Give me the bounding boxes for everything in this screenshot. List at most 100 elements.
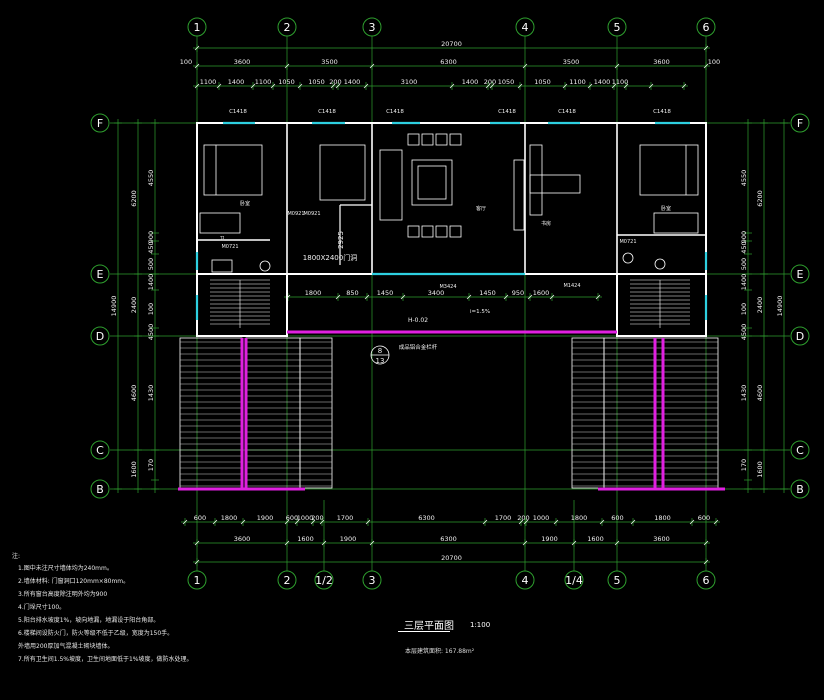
note-line: 2.墙体材料: 门窗洞口120mm×80mm。 — [18, 578, 130, 585]
dim-slash — [194, 83, 200, 89]
note-line: 6.楼梯间设防火门，防火等级不低于乙级，宽度为150手。 — [18, 630, 174, 637]
dim-text: 1400 — [147, 274, 155, 291]
dim-slash — [648, 83, 654, 89]
dim-slash — [449, 83, 455, 89]
dim-slash — [703, 559, 709, 565]
dim-slash — [216, 83, 222, 89]
axis-label: B — [796, 483, 804, 496]
dim-slash — [363, 83, 369, 89]
dim-slash — [482, 519, 488, 525]
dim-slash — [517, 83, 523, 89]
tv-cabinet — [513, 159, 525, 231]
axis-bubble — [696, 17, 716, 37]
dim-text: 100 — [740, 303, 748, 315]
dim-slash — [297, 83, 303, 89]
balcony-frame — [571, 337, 605, 489]
dim-text: 1700 — [337, 514, 354, 522]
coffee-table — [411, 159, 453, 206]
callout-number: 8 — [378, 347, 382, 355]
dim-text: 1050 — [308, 78, 325, 86]
dim-text: 1050 — [498, 78, 515, 86]
window-label: C1418 — [318, 109, 336, 115]
axis-bubble — [90, 440, 110, 460]
bookshelf — [529, 144, 543, 216]
dim-slash — [284, 519, 290, 525]
axis-label: 1/2 — [315, 574, 333, 587]
axis-bubble — [90, 326, 110, 346]
dim-slash — [527, 294, 533, 300]
axis-label: 5 — [614, 21, 621, 34]
dim-text: 1430 — [740, 385, 748, 402]
axis-bubble — [515, 17, 535, 37]
dim-slash — [310, 519, 316, 525]
bed — [639, 144, 699, 196]
dim-slash — [240, 519, 246, 525]
toilet — [654, 258, 666, 270]
axis-label: B — [96, 483, 104, 496]
axis-label: C — [796, 444, 804, 457]
dim-text: 1450 — [479, 289, 496, 297]
window-label: C1418 — [386, 109, 404, 115]
dim-slash — [489, 83, 495, 89]
axis-label: E — [97, 268, 104, 281]
dim-text: 100 — [180, 58, 192, 66]
dim-slash — [553, 519, 559, 525]
axis-bubble — [362, 17, 382, 37]
axis-bubble — [696, 570, 716, 590]
axis-label: D — [796, 330, 804, 343]
dim-slash — [703, 540, 709, 546]
dim-text: 2400 — [756, 297, 764, 314]
dim-text: 200 — [329, 78, 341, 86]
dim-text: 4600 — [130, 385, 138, 402]
room-label: 卧室 — [240, 200, 250, 207]
axis-bubble — [790, 479, 810, 499]
axis-bubble — [790, 326, 810, 346]
door-label: M0921 — [287, 211, 304, 217]
wardrobe — [653, 212, 699, 234]
dim-slash — [364, 294, 370, 300]
note-line: 4.门垛尺寸100。 — [18, 604, 66, 611]
callout-text: 成品铝合金栏杆 — [399, 343, 438, 351]
dim-text: 3100 — [401, 78, 418, 86]
dim-slash — [689, 519, 695, 525]
dim-text: 600 — [698, 514, 710, 522]
dim-text: 1600 — [297, 535, 314, 543]
balcony-frame — [603, 337, 663, 489]
axis-bubble — [187, 17, 207, 37]
dim-text: 450 — [147, 241, 155, 253]
dim-text: 1450 — [377, 289, 394, 297]
window-label: C1418 — [229, 109, 247, 115]
dim-text: 1800 — [305, 289, 322, 297]
balcony-frame — [245, 337, 301, 489]
room-label: 卧室 — [661, 205, 671, 212]
coffee-table-inner — [417, 165, 447, 200]
dim-slash — [713, 519, 719, 525]
dim-text: 500 — [147, 258, 155, 270]
axis-label: 5 — [614, 574, 621, 587]
dim-text: 1700 — [495, 514, 512, 522]
note-line: 5.阳台排水坡度1%，坡向地漏，地漏设于阳台角部。 — [18, 617, 160, 624]
opening-label: 1800X2400门洞 — [303, 253, 357, 262]
dim-text: 4500 — [147, 324, 155, 341]
dim-text: 2925 — [337, 231, 345, 249]
axis-label: 2 — [284, 574, 291, 587]
dim-slash — [365, 519, 371, 525]
dim-slash — [400, 294, 406, 300]
title-underline — [398, 631, 450, 632]
axis-label: F — [97, 117, 103, 130]
axis-bubble — [790, 113, 810, 133]
axis-label: 6 — [703, 574, 710, 587]
dim-text: 6300 — [440, 58, 457, 66]
dim-text: 1400 — [462, 78, 479, 86]
dim-slash — [549, 294, 555, 300]
dim-text: 20700 — [441, 40, 462, 48]
dim-text: 100 — [147, 303, 155, 315]
drawing-scale: 1:100 — [470, 621, 491, 629]
chair — [435, 225, 448, 238]
door-label: M0921 — [303, 211, 320, 217]
dim-text: 3500 — [563, 58, 580, 66]
bathtub — [211, 259, 233, 273]
dim-slash — [212, 519, 218, 525]
